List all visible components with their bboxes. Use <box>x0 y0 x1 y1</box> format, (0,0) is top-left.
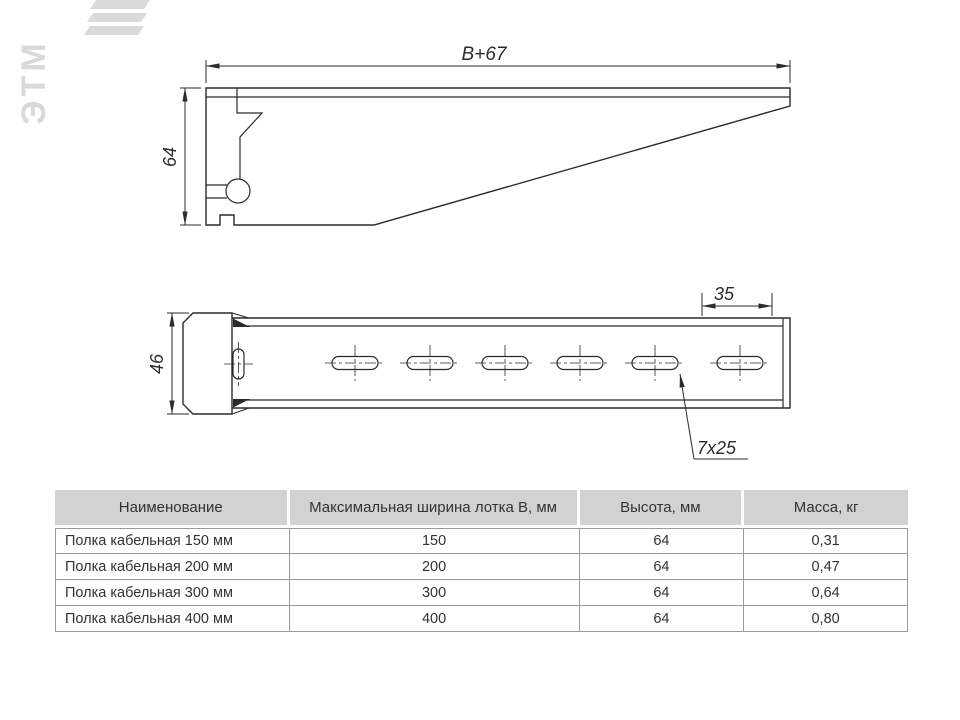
table-header-row: Наименование Максимальная ширина лотка В… <box>55 490 908 528</box>
plate-bar-transition-bottom <box>231 407 250 415</box>
dimension-height-side: 64 <box>160 87 201 226</box>
table-row: Полка кабельная 400 мм 400 64 0,80 <box>55 606 908 632</box>
cell-name: Полка кабельная 200 мм <box>55 554 290 580</box>
cell-mass: 0,80 <box>744 606 908 632</box>
watermark-logo-icon <box>84 0 150 35</box>
dimension-width-label: В+67 <box>462 44 508 65</box>
slot-size-label: 7х25 <box>697 438 737 458</box>
header-height: Высота, мм <box>579 490 745 528</box>
cell-name: Полка кабельная 300 мм <box>55 580 290 606</box>
slot-size-callout: 7х25 <box>679 373 748 460</box>
dimension-height-label: 64 <box>160 147 180 167</box>
dimension-width: В+67 <box>205 44 791 83</box>
weld-mark-top <box>233 318 250 327</box>
mount-profile-step <box>236 88 264 179</box>
wall-plate-outline <box>182 312 233 415</box>
spec-table: Наименование Максимальная ширина лотка В… <box>55 490 908 632</box>
dimension-height-plan: 46 <box>147 312 189 415</box>
cell-width: 300 <box>289 580 580 606</box>
watermark-text: ЭТМ <box>15 39 53 124</box>
mount-slot <box>224 342 253 386</box>
header-name: Наименование <box>55 490 290 528</box>
table-row: Полка кабельная 150 мм 150 64 0,31 <box>55 528 908 554</box>
dimension-height-plan-label: 46 <box>147 353 167 374</box>
plan-view-drawing: 35 46 7х25 <box>147 284 791 460</box>
plate-bar-transition-top <box>231 312 250 319</box>
dimension-pitch-label: 35 <box>714 284 735 304</box>
cell-height: 64 <box>579 554 745 580</box>
shelf-bar-outline <box>232 317 791 409</box>
cell-mass: 0,64 <box>744 580 908 606</box>
table-row: Полка кабельная 200 мм 200 64 0,47 <box>55 554 908 580</box>
slot-pattern <box>325 345 770 381</box>
table-row: Полка кабельная 300 мм 300 64 0,64 <box>55 580 908 606</box>
cell-width: 400 <box>289 606 580 632</box>
watermark: ЭТМ <box>15 0 150 125</box>
keyhole-circle <box>225 178 251 204</box>
technical-drawing: ЭТМ В+67 64 <box>15 0 791 460</box>
cell-name: Полка кабельная 150 мм <box>55 528 290 554</box>
header-width: Максимальная ширина лотка В, мм <box>289 490 580 528</box>
cell-mass: 0,31 <box>744 528 908 554</box>
cell-width: 200 <box>289 554 580 580</box>
cell-width: 150 <box>289 528 580 554</box>
bracket-outline <box>205 87 791 226</box>
cell-mass: 0,47 <box>744 554 908 580</box>
dimensions-table: Наименование Максимальная ширина лотка В… <box>55 490 908 632</box>
header-mass: Масса, кг <box>744 490 908 528</box>
side-view-drawing: В+67 64 <box>160 44 791 226</box>
dimension-pitch: 35 <box>701 284 773 316</box>
cell-name: Полка кабельная 400 мм <box>55 606 290 632</box>
cell-height: 64 <box>579 528 745 554</box>
cell-height: 64 <box>579 580 745 606</box>
weld-mark-bottom <box>233 399 250 408</box>
cell-height: 64 <box>579 606 745 632</box>
